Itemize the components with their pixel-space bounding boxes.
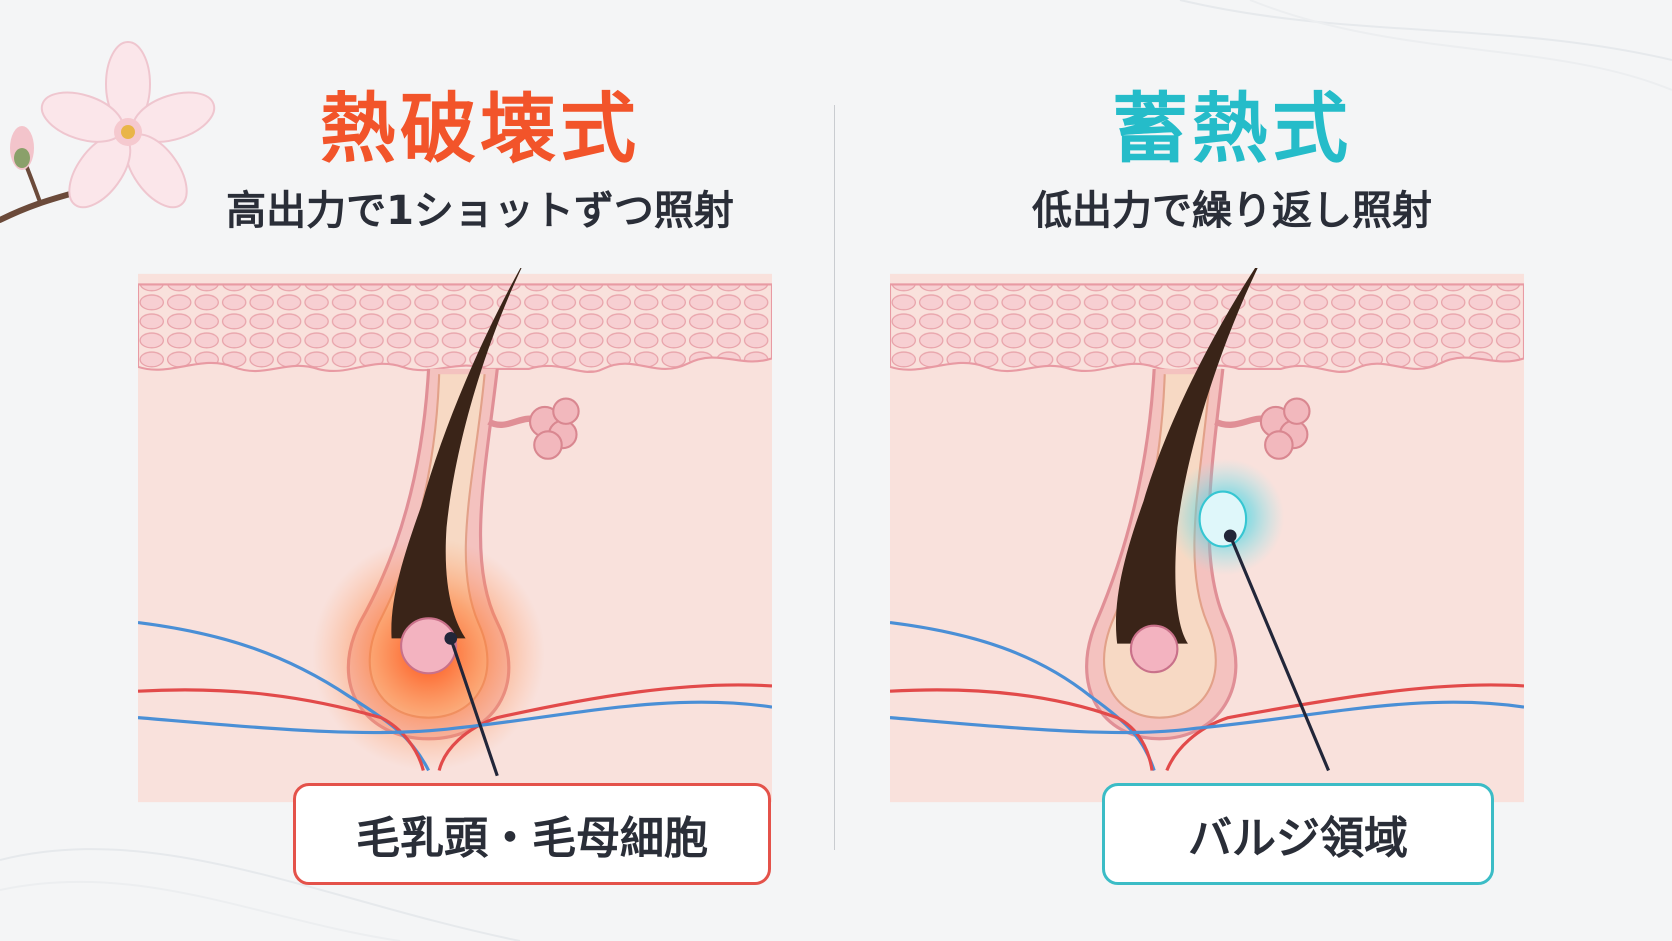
panel-heat-storage: 蓄熱式 低出力で繰り返し照射: [852, 0, 1612, 941]
sebaceous-gland: [487, 397, 580, 460]
panel-subtitle-left: 高出力で1ショットずつ照射: [226, 188, 734, 234]
cherry-blossom-icon: [0, 41, 216, 223]
panel-title-left: 熱破壊式: [320, 84, 640, 173]
panel-title-right: 蓄熱式: [1112, 84, 1352, 173]
hair-follicle-diagram-right: [890, 268, 1524, 803]
target-label-left: 毛乳頭・毛母細胞: [293, 783, 771, 885]
target-label-right: バルジ領域: [1102, 783, 1494, 885]
panel-subtitle-right: 低出力で繰り返し照射: [1032, 188, 1432, 234]
panel-heat-destruction: 熱破壊式 高出力で1ショットずつ照射: [100, 0, 860, 941]
hair-follicle-diagram-left: [138, 268, 772, 803]
sebaceous-gland: [1214, 397, 1311, 460]
panel-divider: [834, 105, 835, 850]
